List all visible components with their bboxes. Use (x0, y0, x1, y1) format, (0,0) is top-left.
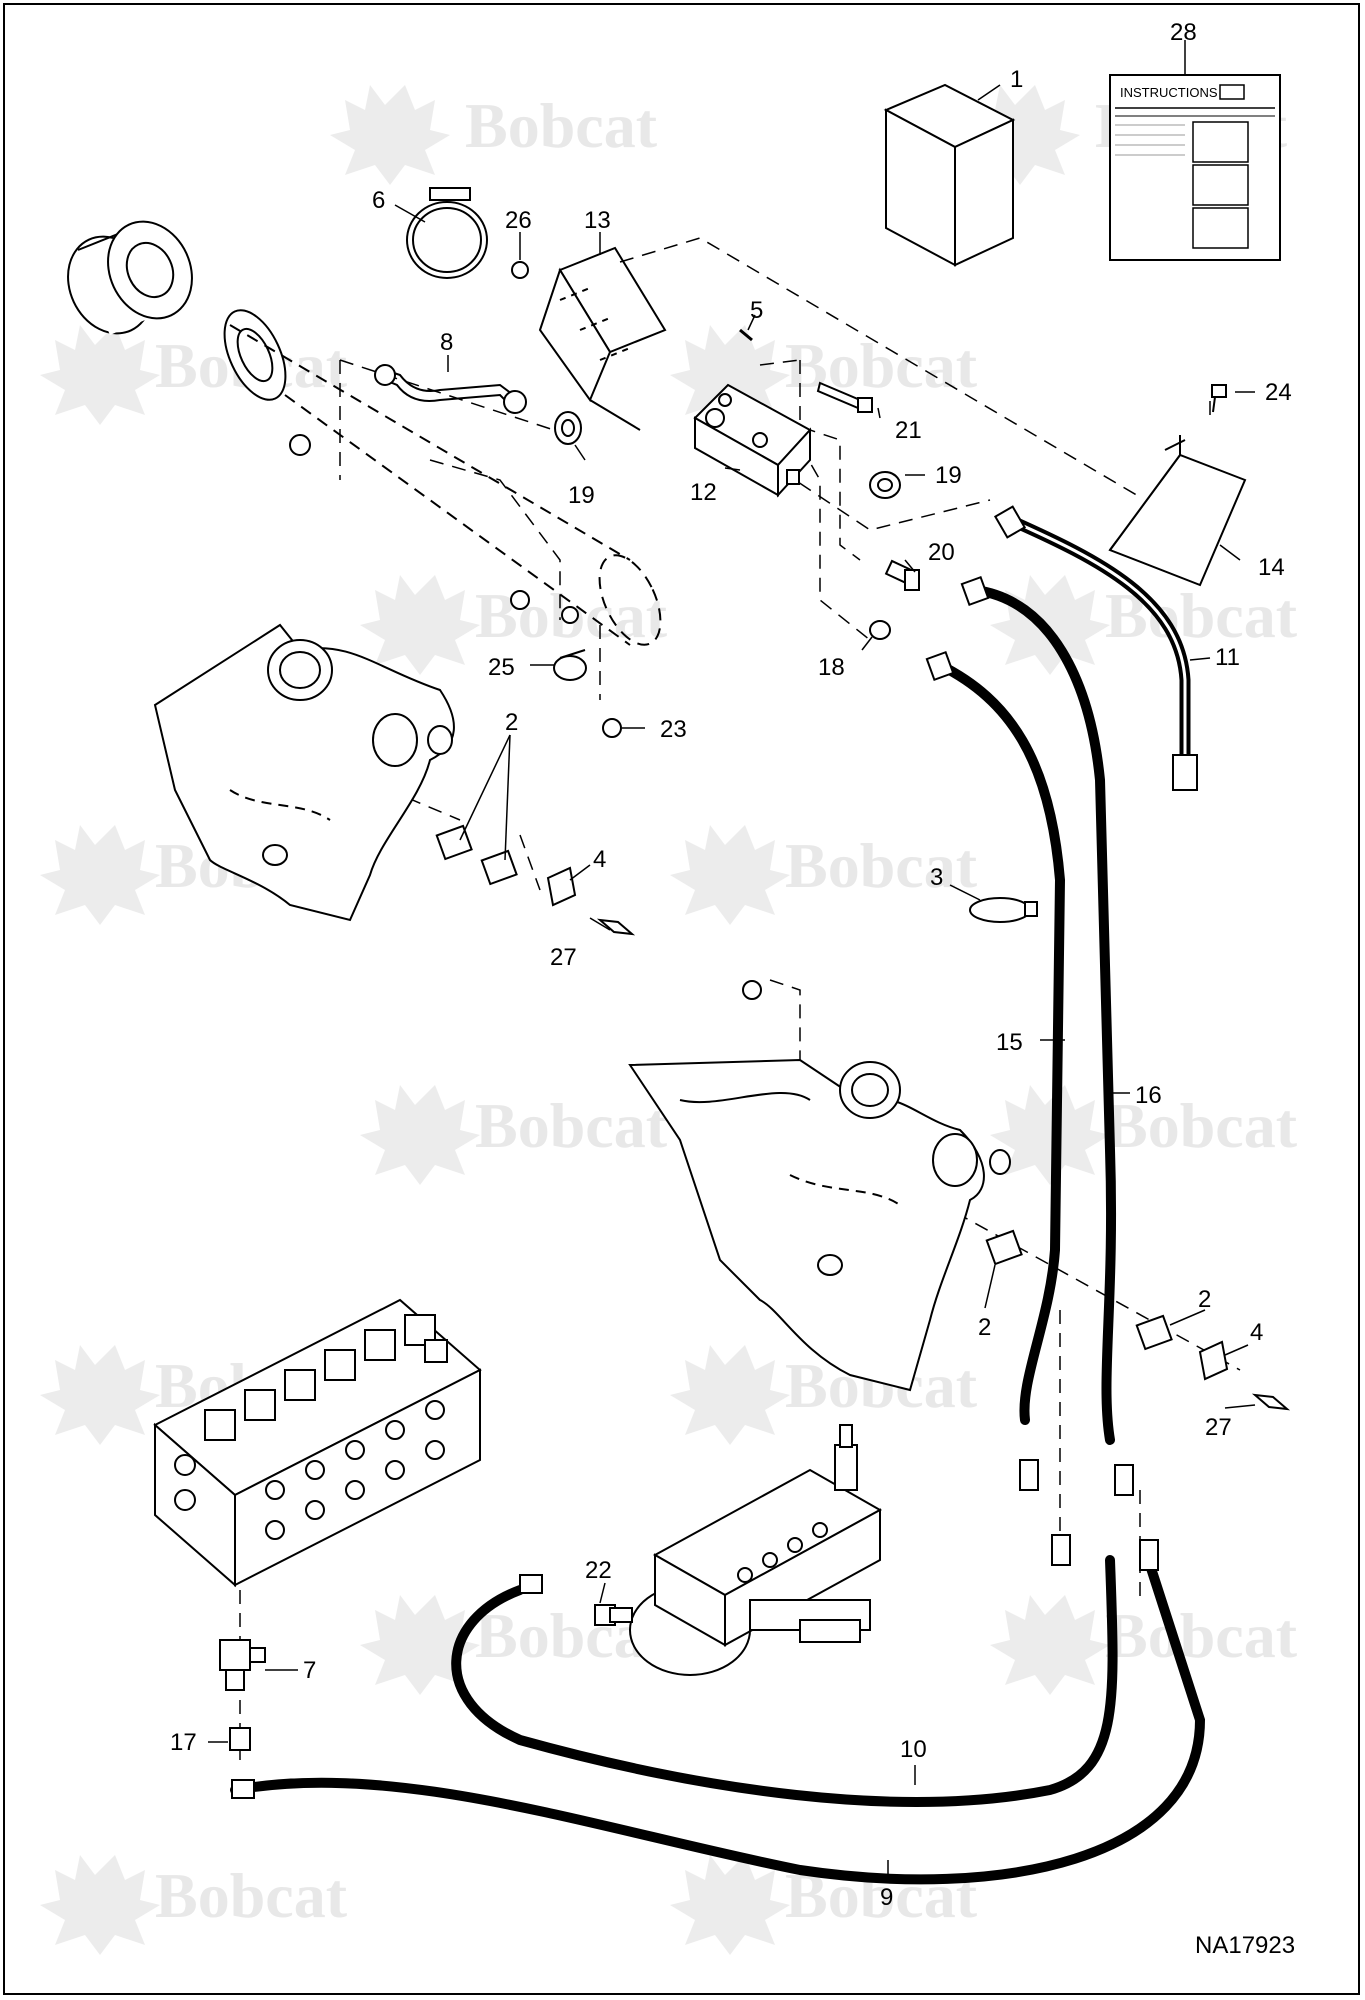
watermark-text: Bobcat (1105, 1600, 1298, 1671)
part-steel-tube (374, 364, 527, 414)
callout-16: 16 (1135, 1082, 1162, 1109)
callout-6: 6 (372, 187, 385, 214)
part-control-valve (153, 1298, 482, 1588)
watermark: Bobcat (360, 1085, 668, 1185)
callout-21: 21 (895, 417, 922, 444)
drawing-reference: NA17923 (1195, 1932, 1295, 1959)
part-mounting-bracket-upper (153, 623, 455, 922)
watermark: Bobcat (670, 1855, 978, 1955)
part-nut (742, 980, 762, 1000)
watermark: Bobcat (670, 325, 978, 425)
watermark-text: Bobcat (465, 90, 658, 161)
callout-2-upper: 2 (505, 709, 518, 736)
part-mounting-bracket-lower (628, 1058, 1011, 1392)
part-bolt (602, 718, 622, 738)
part-elbow-fitting (594, 1604, 633, 1626)
callout-2-center: 2 (978, 1314, 991, 1341)
watermark-text: Bobcat (785, 330, 978, 401)
part-pin (739, 328, 753, 342)
callout-19-right: 19 (935, 462, 962, 489)
part-box (883, 83, 1016, 267)
callout-10: 10 (900, 1736, 927, 1763)
part-instructions-sheet: INSTRUCTIONS (1109, 74, 1281, 261)
watermark-text: Bobcat (475, 1090, 668, 1161)
watermark: Bobcat (670, 1345, 978, 1445)
watermark-text: Bobcat (155, 1860, 348, 1931)
callout-26: 26 (505, 207, 532, 234)
hose-10 (451, 1555, 1118, 1807)
callout-3: 3 (930, 864, 943, 891)
hose-16 (970, 585, 1117, 1445)
callout-leaders (208, 40, 1256, 1878)
watermark: Bobcat (990, 1085, 1298, 1185)
part-elbow-fitting (884, 559, 920, 591)
hose-9 (230, 1560, 1206, 1885)
callout-4-upper: 4 (593, 846, 606, 873)
part-band-clamp (406, 187, 488, 279)
watermark: Bobcat (330, 85, 658, 185)
watermark-text: Bobcat (1105, 1090, 1298, 1161)
callout-22: 22 (585, 1557, 612, 1584)
part-tee-fitting (219, 1639, 266, 1691)
part-fitting (554, 411, 582, 445)
part-fitting (869, 620, 891, 640)
watermark: Bobcat (990, 1595, 1298, 1695)
watermark: Bobcat (40, 1855, 348, 1955)
part-lift-cylinder (67, 220, 662, 646)
callout-13: 13 (584, 207, 611, 234)
callout-7: 7 (303, 1657, 316, 1684)
instructions-title: INSTRUCTIONS (1120, 85, 1218, 100)
callout-2-right: 2 (1198, 1286, 1211, 1313)
callout-1: 1 (1010, 66, 1023, 93)
part-valve-bracket (538, 246, 667, 431)
part-bolt (816, 381, 873, 413)
part-fitting (869, 471, 901, 499)
callout-28: 28 (1170, 19, 1197, 46)
hoses (230, 505, 1206, 1885)
callout-27-upper: 27 (550, 944, 577, 971)
callout-18: 18 (818, 654, 845, 681)
callout-14: 14 (1258, 554, 1285, 581)
callout-12: 12 (690, 479, 717, 506)
callout-8: 8 (440, 329, 453, 356)
callout-27-lower: 27 (1205, 1414, 1232, 1441)
callout-15: 15 (996, 1029, 1023, 1056)
callout-25: 25 (488, 654, 515, 681)
assembly-leader-lines (239, 237, 1241, 1760)
callout-4-lower: 4 (1250, 1319, 1263, 1346)
part-selector-valve (629, 1424, 883, 1676)
callout-20: 20 (928, 539, 955, 566)
watermark: Bobcat (40, 325, 348, 425)
callout-24: 24 (1265, 379, 1292, 406)
hose-15 (935, 660, 1066, 1425)
callout-17: 17 (170, 1729, 197, 1756)
part-nut (511, 261, 529, 279)
part-bolt (1211, 384, 1227, 413)
part-hose-guard (1108, 435, 1247, 587)
part-valve-block (693, 383, 812, 498)
callout-labels: 1 28 6 26 13 5 8 21 24 19 12 19 14 20 18… (170, 19, 1292, 1911)
part-fitting (229, 1727, 251, 1751)
part-cable-tie (969, 897, 1038, 923)
part-hose-clamp (985, 1229, 1291, 1411)
part-clip (553, 649, 587, 681)
callout-23: 23 (660, 716, 687, 743)
watermark: Bobcat (670, 825, 978, 925)
watermark-text: Bobcat (785, 830, 978, 901)
part-hose-clamp (435, 824, 636, 936)
callout-5: 5 (750, 297, 763, 324)
callout-9: 9 (880, 1884, 893, 1911)
callout-11: 11 (1215, 644, 1240, 671)
callout-19-left: 19 (568, 482, 595, 509)
